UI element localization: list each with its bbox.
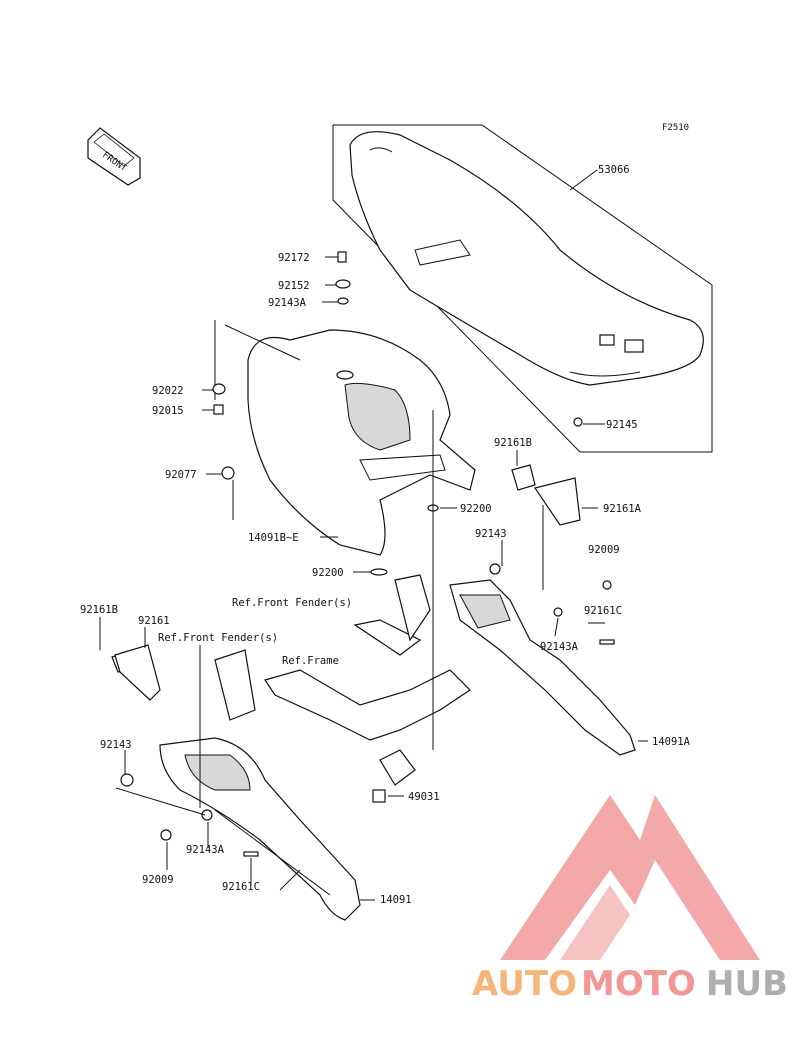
part-label-53066: 53066 [598,164,630,176]
side-cover-14091A [449,579,636,756]
fasteners [120,251,615,857]
seat-callout-frame [332,124,713,453]
watermark-text: AUTO MOTO HUB [472,964,788,1004]
part-label-92161C-left: 92161C [222,881,260,893]
part-label-92143A-right: 92143A [540,641,579,653]
part-label-92009-right: 92009 [588,544,620,556]
part-label-92022: 92022 [152,385,184,397]
part-label-92015: 92015 [152,405,184,417]
part-label-92172: 92172 [278,252,310,264]
panel-92161B-right [511,464,536,491]
ref-front-fender-upper: Ref.Front Fender(s) [232,597,352,609]
part-label-92200-upper: 92200 [460,503,492,515]
reference-labels: Ref.Front Fender(s) Ref.Front Fender(s) … [158,597,352,667]
part-label-92152: 92152 [278,280,310,292]
part-labels: 53066 92145 92172 92152 92143A 92022 920… [80,164,691,906]
part-label-92009-left: 92009 [142,874,174,886]
ref-front-fender-lower: Ref.Front Fender(s) [158,632,278,644]
part-label-92077: 92077 [165,469,197,481]
watermark-hub: HUB [706,964,788,1004]
ref-frame: Ref.Frame [282,655,339,667]
frame [214,574,471,786]
watermark-auto: AUTO [472,964,577,1004]
panel-92161A [534,477,581,526]
part-label-92143-left: 92143 [100,739,132,751]
part-label-92161B-right: 92161B [494,437,532,449]
seat [349,131,704,386]
part-label-92161B-left: 92161B [80,604,118,616]
watermark-logo [500,795,760,960]
leader-lines [99,169,648,901]
part-label-92143-right: 92143 [475,528,507,540]
part-label-92161: 92161 [138,615,170,627]
figure-code: F2510 [662,123,689,133]
watermark-moto: MOTO [581,964,696,1004]
part-label-14091A: 14091A [652,736,691,748]
part-label-49031: 49031 [408,791,440,803]
part-label-92143A: 92143A [268,297,307,309]
part-label-92161A: 92161A [603,503,642,515]
part-label-92200-lower: 92200 [312,567,344,579]
part-label-92143A-left: 92143A [186,844,225,856]
fender-14091 [159,737,361,921]
seat-cover-14091B [214,320,476,556]
part-label-14091B: 14091B~E [248,532,299,544]
part-label-92161C-right: 92161C [584,605,622,617]
part-label-92145: 92145 [606,419,638,431]
part-label-14091: 14091 [380,894,412,906]
panel-92161 [114,644,161,701]
front-arrow-icon: FRONT [87,127,141,186]
